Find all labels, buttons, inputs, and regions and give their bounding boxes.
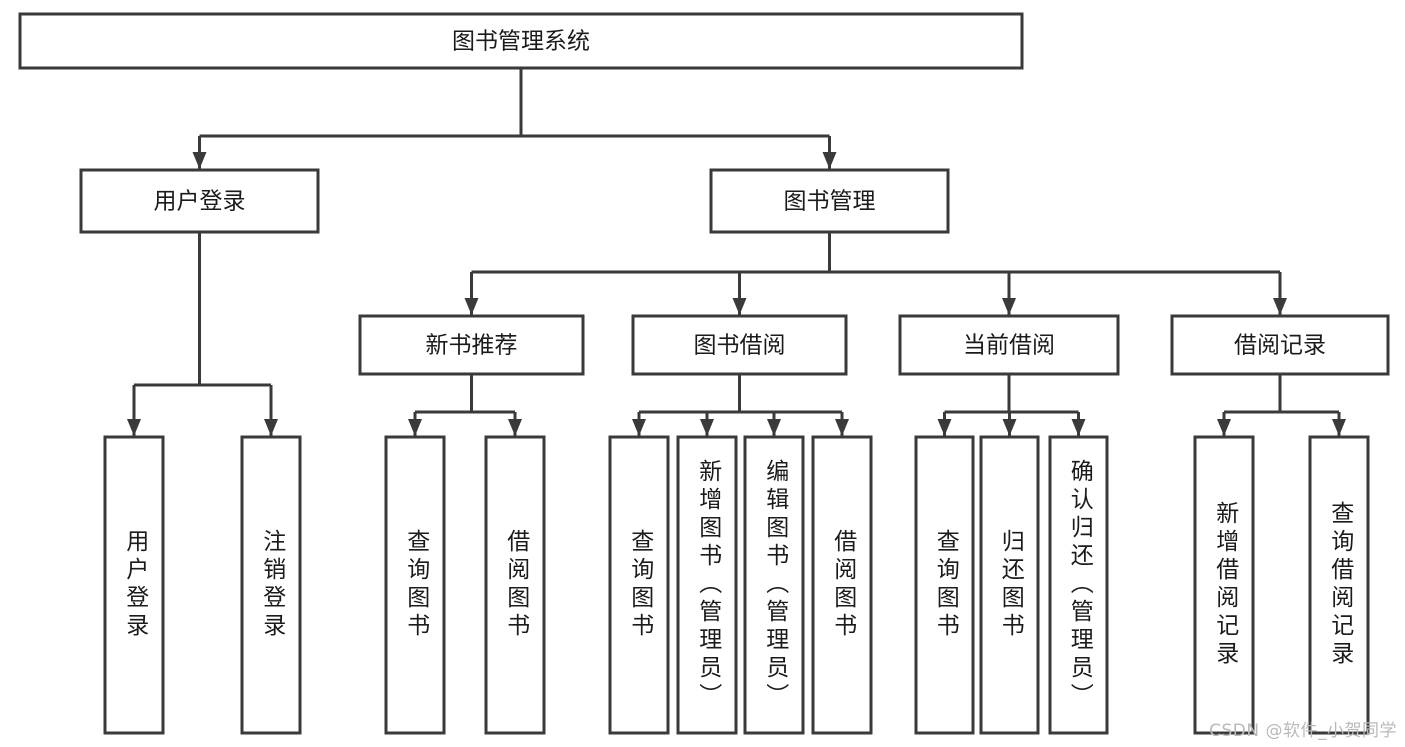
connector-arrow-icon (1002, 298, 1016, 315)
node-boxes-layer (18, 12, 1390, 735)
connector-arrow-icon (937, 419, 952, 436)
node-l2-0-label: 用户登录 (154, 189, 246, 215)
node-l3-2[interactable] (898, 314, 1120, 376)
connector-arrow-icon (1002, 419, 1017, 436)
node-root[interactable] (18, 12, 1024, 70)
node-l2-1-label: 图书管理 (784, 189, 876, 215)
node-leaf-6[interactable] (743, 435, 805, 735)
node-leaf-5[interactable] (676, 435, 738, 735)
node-leaf-8[interactable] (914, 435, 975, 735)
connector-arrow-icon (408, 419, 422, 436)
node-leaf-10[interactable] (1048, 435, 1109, 735)
node-root-label: 图书管理系统 (452, 29, 590, 55)
node-leaf-4[interactable] (608, 435, 670, 735)
connector-arrow-icon (192, 152, 207, 169)
connectors-layer (127, 68, 1346, 436)
connector-arrow-icon (1273, 298, 1287, 315)
connector-arrow-icon (264, 419, 278, 436)
node-leaf-7[interactable] (811, 435, 873, 735)
connector-arrow-icon (127, 419, 141, 436)
node-leaf-2[interactable] (384, 435, 446, 735)
connector-arrow-icon (835, 419, 849, 436)
node-leaf-9[interactable] (979, 435, 1040, 735)
connector-arrow-icon (822, 152, 837, 169)
connector-arrow-icon (732, 298, 747, 315)
csdn-watermark: CSDN @软件_小贺同学 (1209, 721, 1397, 741)
node-l3-2-label: 当前借阅 (963, 333, 1055, 359)
node-l3-3[interactable] (1170, 314, 1390, 376)
connector-arrow-icon (767, 419, 781, 436)
node-l2-0[interactable] (79, 168, 320, 234)
node-leaf-0[interactable] (103, 435, 165, 735)
connector-arrow-icon (1332, 419, 1346, 436)
node-leaf-11[interactable] (1193, 435, 1255, 735)
node-leaf-1[interactable] (240, 435, 302, 735)
connector-arrow-icon (508, 419, 522, 436)
node-leaf-3[interactable] (484, 435, 546, 735)
connector-arrow-icon (1217, 419, 1231, 436)
connector-arrow-icon (1071, 419, 1086, 436)
node-l3-1-label: 图书借阅 (694, 333, 786, 359)
connector-arrow-icon (632, 419, 646, 436)
node-l2-1[interactable] (709, 168, 950, 234)
node-l3-0[interactable] (358, 314, 585, 376)
node-l3-0-label: 新书推荐 (426, 333, 518, 359)
connector-arrow-icon (700, 419, 714, 436)
connector-arrow-icon (464, 298, 479, 315)
node-l3-3-label: 借阅记录 (1234, 333, 1326, 359)
node-l3-1[interactable] (631, 314, 848, 376)
node-leaf-12[interactable] (1308, 435, 1370, 735)
